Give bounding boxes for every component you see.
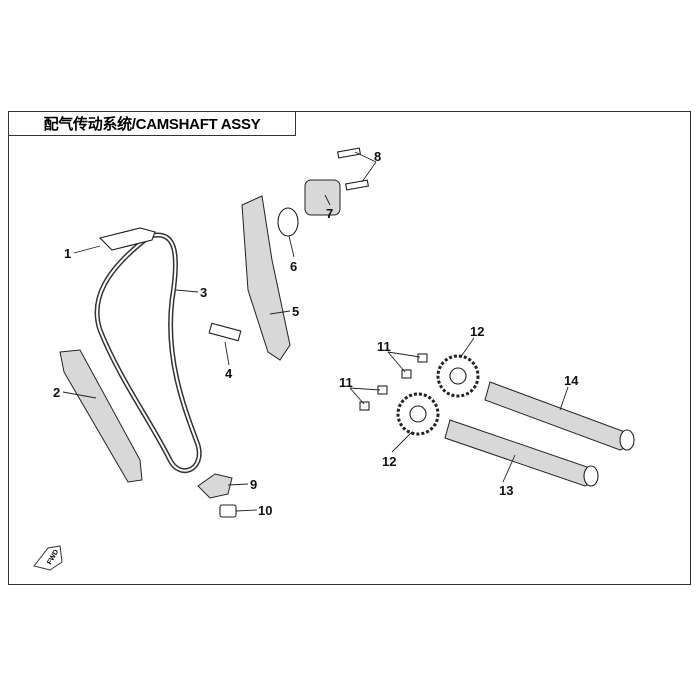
tensioner-bolt — [345, 179, 369, 191]
chain-guide-lower — [59, 349, 143, 483]
small-bolt — [219, 504, 237, 518]
diagram-frame — [8, 111, 691, 585]
fwd-arrow-icon: FWD — [33, 545, 63, 571]
sprocket-bolt — [401, 369, 412, 379]
callout-5: 5 — [292, 304, 299, 319]
callout-8: 8 — [374, 149, 381, 164]
callout-9: 9 — [250, 477, 257, 492]
chain-guide-upper — [98, 227, 156, 251]
chain-tensioner — [304, 179, 341, 216]
slipper-pad — [197, 473, 233, 499]
diagram-title: 配气传动系统/CAMSHAFT ASSY — [8, 111, 296, 136]
callout-12b: 12 — [382, 454, 396, 469]
callout-12a: 12 — [470, 324, 484, 339]
tensioner-guide — [241, 195, 291, 361]
pivot-bolt — [208, 322, 242, 342]
sprocket-bolt — [417, 353, 428, 363]
tensioner-bolt — [337, 147, 361, 159]
callout-6: 6 — [290, 259, 297, 274]
sprocket-bolt — [359, 401, 370, 411]
callout-11a: 11 — [377, 339, 391, 354]
callout-4: 4 — [225, 366, 233, 381]
callout-2: 2 — [53, 385, 60, 400]
callout-13: 13 — [499, 483, 513, 498]
callout-10: 10 — [258, 503, 272, 518]
callout-14: 14 — [564, 373, 579, 388]
callout-3: 3 — [200, 285, 207, 300]
o-ring — [277, 207, 299, 237]
callout-1: 1 — [64, 246, 71, 261]
callout-7: 7 — [326, 206, 333, 221]
callout-11b: 11 — [339, 375, 353, 390]
